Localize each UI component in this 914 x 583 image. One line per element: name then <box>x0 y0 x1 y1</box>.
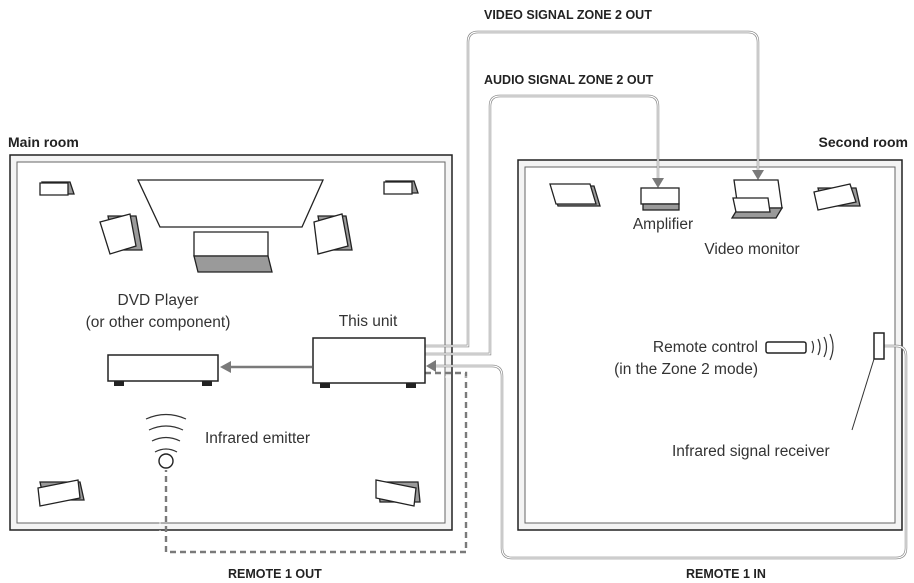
second-room-title: Second room <box>819 134 908 150</box>
speaker-icon <box>193 231 273 273</box>
ir-wave-icon <box>145 413 187 453</box>
remote1-in-label: REMOTE 1 IN <box>686 567 766 581</box>
infrared-emitter-label: Infrared emitter <box>205 430 310 447</box>
speaker-icon <box>813 183 861 211</box>
video-zone2-wire <box>425 30 764 348</box>
this-unit-device <box>312 337 426 388</box>
remote-in-arrow-icon <box>426 360 436 372</box>
dvd-arrow-icon <box>220 361 231 373</box>
remote-icon <box>765 333 834 361</box>
speaker-icon <box>549 183 601 207</box>
video-monitor-device <box>730 179 784 219</box>
speaker-icon <box>37 479 85 507</box>
this-unit-label: This unit <box>339 313 398 330</box>
dvd-player-label-1: DVD Player <box>118 292 199 309</box>
video-monitor-label: Video monitor <box>704 241 799 258</box>
audio-zone2-wire <box>425 94 664 356</box>
dvd-player-label-2: (or other component) <box>86 314 231 331</box>
infrared-receiver-label: Infrared signal receiver <box>672 443 830 460</box>
dvd-player-device <box>107 354 219 386</box>
remote-control-label-1: Remote control <box>653 339 758 356</box>
infrared-receiver-device <box>851 332 885 431</box>
amplifier-device <box>640 187 680 211</box>
remote1-out-label: REMOTE 1 OUT <box>228 567 322 581</box>
remote-control-label-2: (in the Zone 2 mode) <box>614 361 758 378</box>
main-room-title: Main room <box>8 134 79 150</box>
remote1-in-wire <box>426 344 908 560</box>
speaker-icon <box>383 180 419 195</box>
video-arrow-icon <box>752 170 764 180</box>
infrared-emitter-device <box>145 413 187 469</box>
speaker-icon <box>375 479 421 507</box>
video-zone2-label: VIDEO SIGNAL ZONE 2 OUT <box>484 8 652 22</box>
screen-icon <box>136 179 325 228</box>
remote1-out-wire <box>159 371 473 558</box>
speaker-icon <box>99 213 143 255</box>
amplifier-label: Amplifier <box>633 216 693 233</box>
unit-to-dvd-wire <box>220 361 312 373</box>
speaker-icon <box>39 181 75 196</box>
audio-arrow-icon <box>652 178 664 188</box>
speaker-icon <box>313 213 353 255</box>
audio-zone2-label: AUDIO SIGNAL ZONE 2 OUT <box>484 73 654 87</box>
